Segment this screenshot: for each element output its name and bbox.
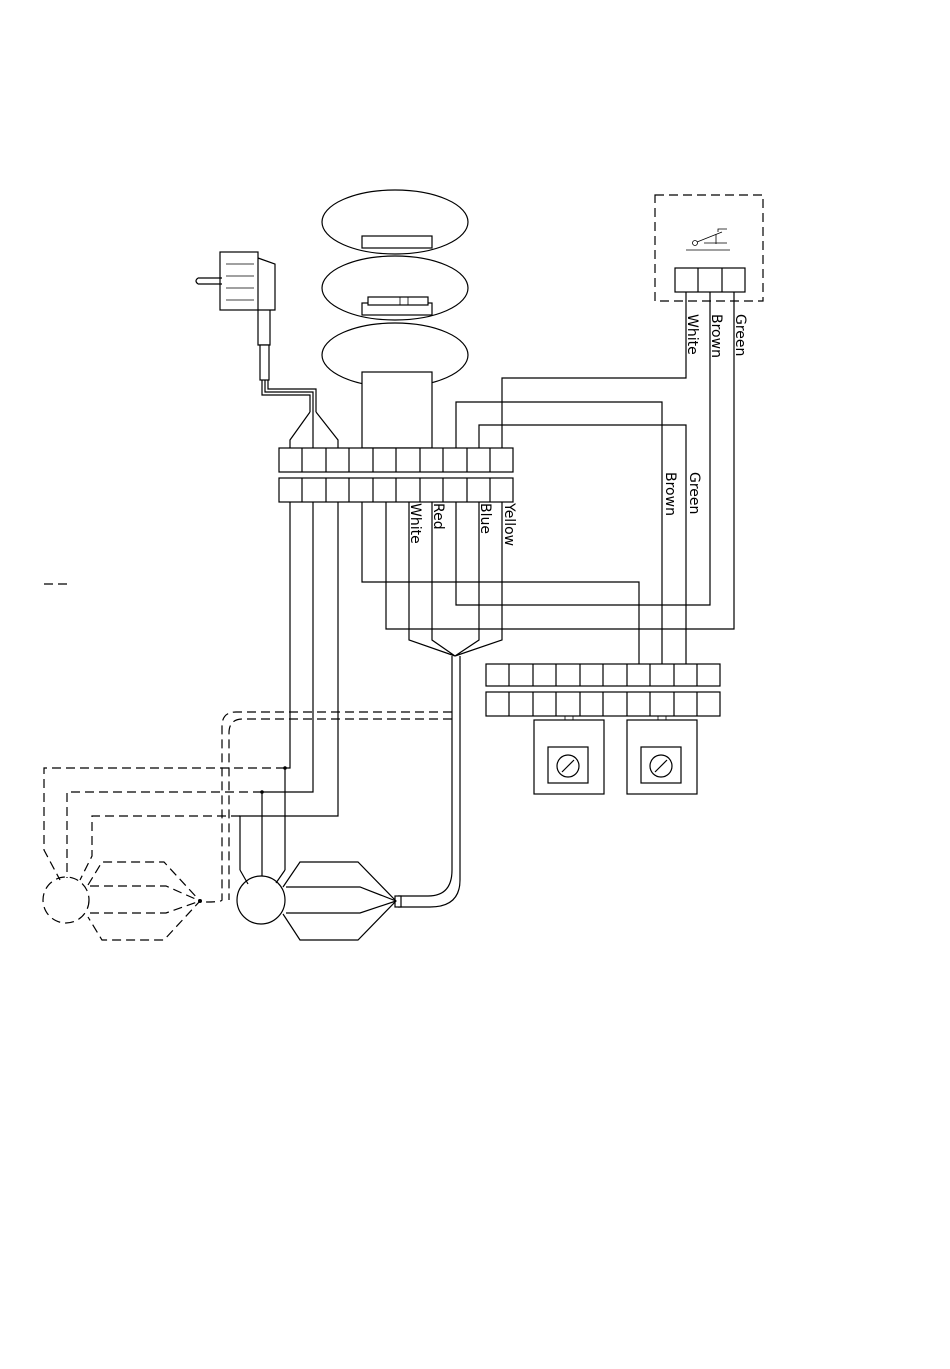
fuse-oval — [322, 256, 468, 320]
alternative-motor-wiring — [43, 584, 452, 940]
wire-label-brown: Brown — [662, 472, 678, 516]
motor-icon — [237, 862, 396, 940]
heating-element-top — [322, 190, 468, 254]
thermostat-right — [627, 716, 697, 794]
heating-element-bottom — [322, 323, 468, 448]
wiring — [240, 292, 734, 907]
wire-label-yellow: Yellow — [501, 502, 517, 546]
micro-switch-box — [655, 195, 763, 301]
plug-icon — [196, 252, 338, 448]
micro-switch-icon — [686, 229, 730, 250]
thermostat-left — [534, 716, 604, 794]
thermostat-terminal-block — [486, 664, 720, 716]
wire-label-green: Green — [686, 472, 702, 514]
fuse-icon — [368, 297, 428, 305]
main-terminal-block — [279, 448, 513, 502]
